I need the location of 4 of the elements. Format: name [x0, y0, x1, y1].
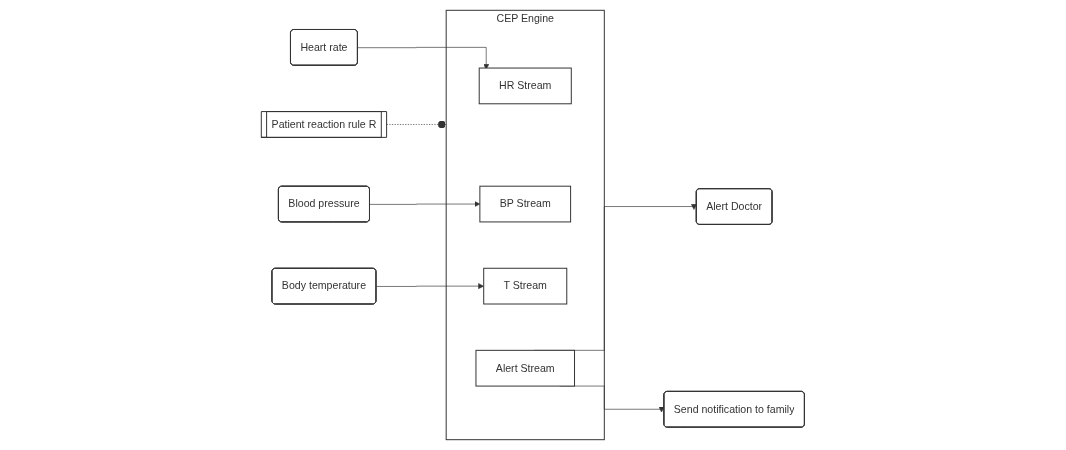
node-box: Alert Stream	[475, 349, 576, 387]
node-box: HR Stream	[478, 67, 572, 105]
node-box: BP Stream	[479, 185, 572, 223]
node-box: T Stream	[483, 267, 568, 305]
